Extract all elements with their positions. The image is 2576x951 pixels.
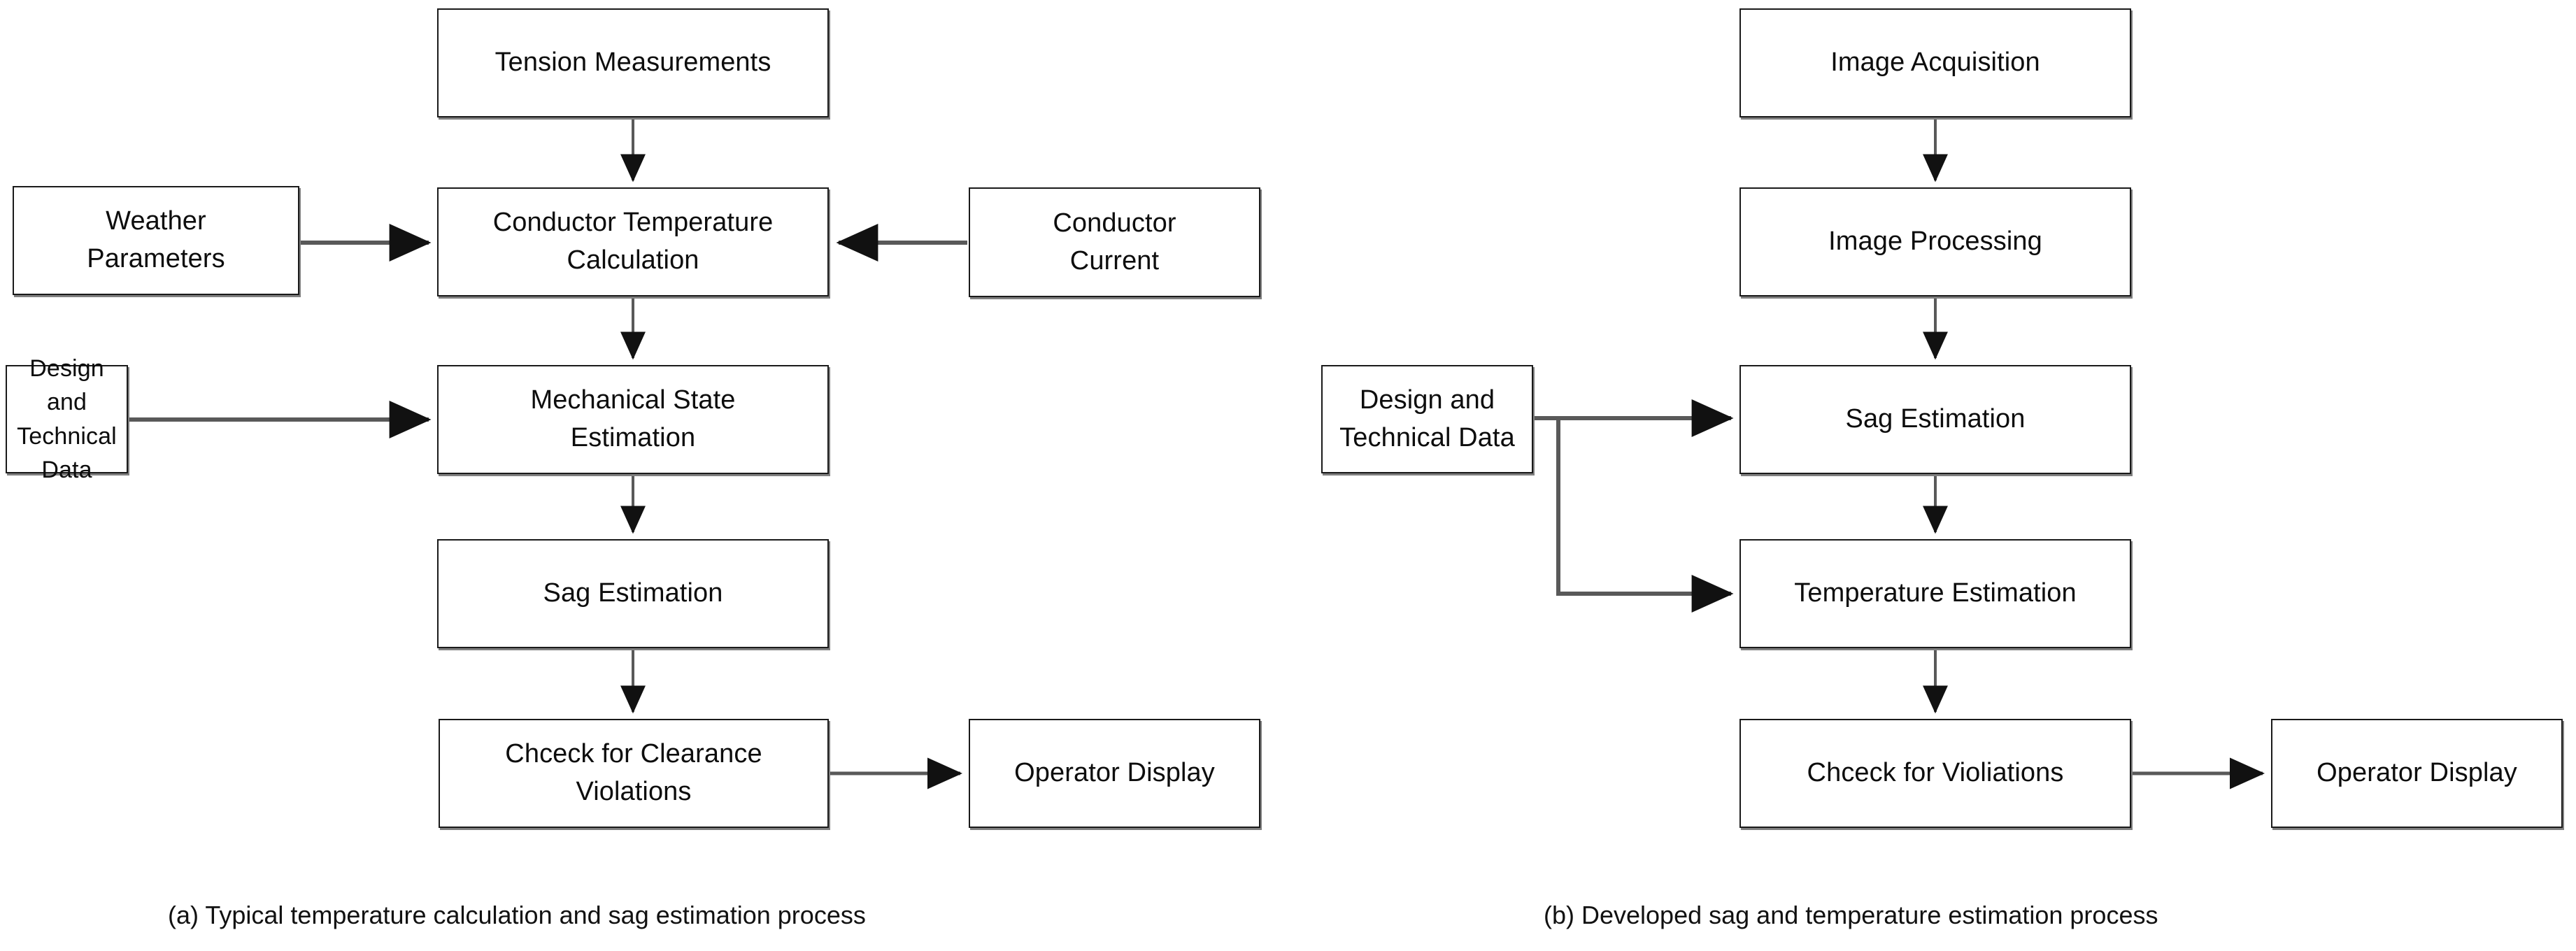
node-design-and-technical-data-a[interactable]: Design and Technical Data xyxy=(6,355,128,483)
node-mechanical-state-estimation[interactable]: Mechanical State Estimation xyxy=(437,365,829,474)
node-operator-display-a[interactable]: Operator Display xyxy=(969,719,1260,828)
node-operator-display-b[interactable]: Operator Display xyxy=(2271,719,2563,828)
caption-panel-a: (a) Typical temperature calculation and … xyxy=(168,901,866,929)
node-conductor-temperature-calculation[interactable]: Conductor Temperature Calculation xyxy=(437,187,829,296)
node-sag-estimation-a[interactable]: Sag Estimation xyxy=(437,539,829,648)
node-image-processing[interactable]: Image Processing xyxy=(1739,187,2131,296)
node-sag-estimation-b[interactable]: Sag Estimation xyxy=(1739,365,2131,474)
node-temperature-estimation[interactable]: Temperature Estimation xyxy=(1739,539,2131,648)
node-image-acquisition[interactable]: Image Acquisition xyxy=(1739,8,2131,117)
node-tension-measurements[interactable]: Tension Measurements xyxy=(437,8,829,117)
node-chceck-for-violiations[interactable]: Chceck for Violiations xyxy=(1739,719,2131,828)
node-design-and-technical-data-b[interactable]: Design and Technical Data xyxy=(1321,365,1533,473)
node-conductor-current[interactable]: Conductor Current xyxy=(969,187,1260,297)
caption-panel-b: (b) Developed sag and temperature estima… xyxy=(1544,901,2158,929)
node-weather-parameters[interactable]: Weather Parameters xyxy=(13,186,299,295)
node-chceck-for-clearance-violations[interactable]: Chceck for Clearance Violations xyxy=(439,719,829,828)
edge-design-data-to-temperature-estimation xyxy=(1556,418,1734,613)
